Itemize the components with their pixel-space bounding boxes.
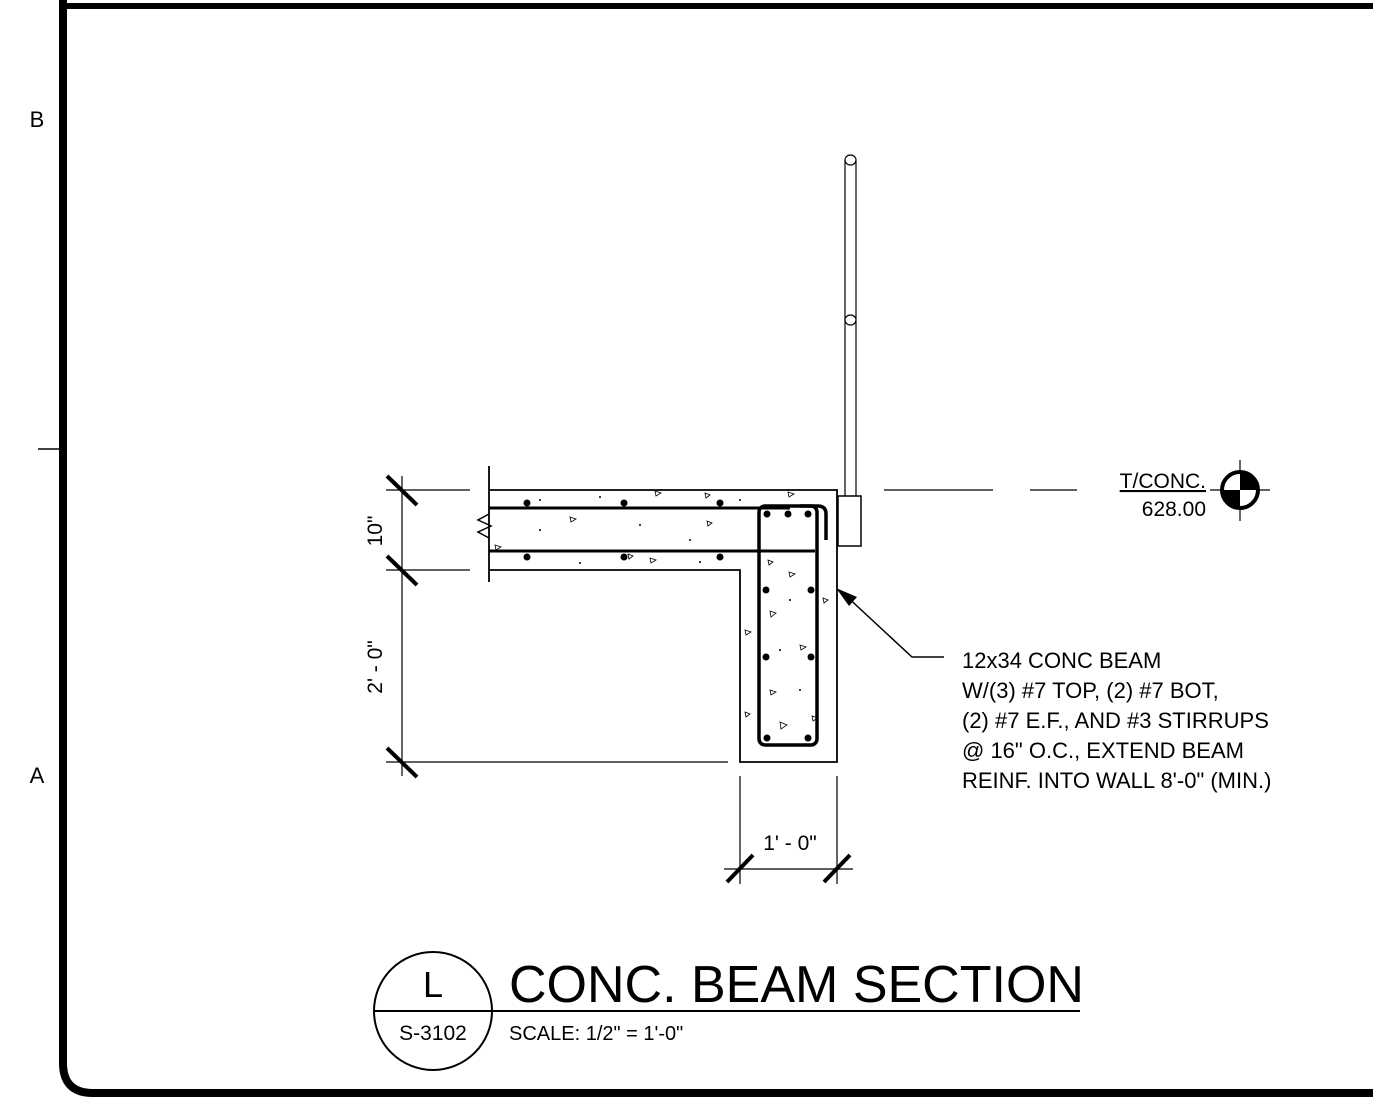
callout-line: W/(3) #7 TOP, (2) #7 BOT, [962,678,1219,703]
dimension-beam-width: 1' - 0" [763,832,816,855]
callout-line: REINF. INTO WALL 8'-0" (MIN.) [962,768,1271,793]
sheet-number: S-3102 [399,1022,467,1045]
level-elevation: 628.00 [1142,498,1206,521]
concrete-outline [476,466,838,763]
slab-bars [523,499,724,561]
sheet-border [38,0,1373,1097]
detail-bubble [373,951,1080,1071]
callout-line: @ 16" O.C., EXTEND BEAM [962,738,1244,763]
concrete-hatch [494,490,829,730]
callout-note: 12x34 CONC BEAM W/(3) #7 TOP, (2) #7 BOT… [962,648,1271,793]
callout-line: (2) #7 E.F., AND #3 STIRRUPS [962,708,1269,733]
vertical-dimension [385,474,728,779]
callout-line: 12x34 CONC BEAM [962,648,1161,673]
dimension-slab-thickness: 10" [364,516,387,547]
horizontal-dimension [724,776,853,884]
beam-stirrup [757,504,828,747]
level-label: T/CONC. [1120,470,1206,493]
detail-title: CONC. BEAM SECTION [509,956,1084,1014]
grid-label-a: A [30,763,45,788]
detail-scale: SCALE: 1/2" = 1'-0" [509,1023,683,1045]
detail-id: L [423,964,443,1005]
wall-post [837,154,862,547]
grid-label-b: B [30,107,45,132]
level-line [884,460,1270,521]
concrete-stipple [539,496,801,741]
level-target-icon [1220,470,1260,510]
callout-leader [836,588,944,658]
dimension-beam-depth: 2' - 0" [364,640,387,693]
beam-bars [762,510,815,742]
